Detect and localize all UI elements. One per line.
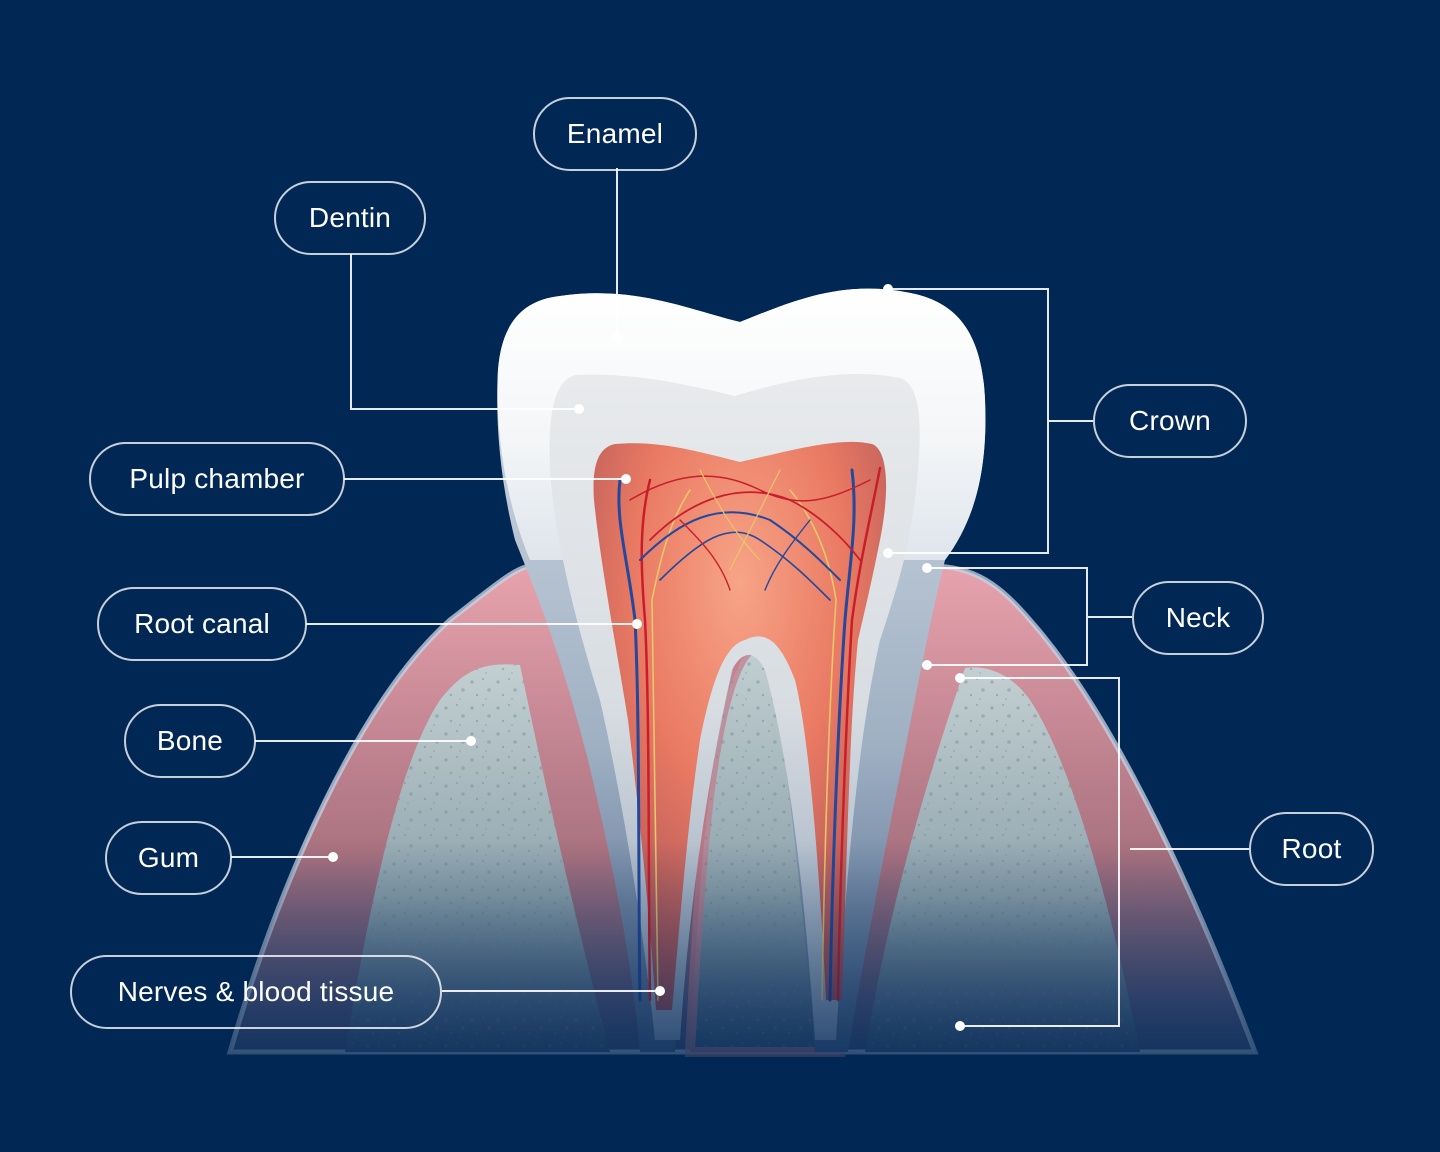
neck-bracket	[927, 567, 1132, 666]
gum-dot	[328, 852, 338, 862]
root-canal-label: Root canal	[97, 587, 307, 661]
root-label: Root	[1249, 812, 1374, 886]
pulp-chamber-dot	[621, 474, 631, 484]
leader-dots	[328, 284, 965, 1031]
dentin-leader	[350, 254, 579, 410]
neck-label: Neck	[1132, 581, 1264, 655]
neck-bottom-dot	[922, 660, 932, 670]
crown-label: Crown	[1093, 384, 1247, 458]
root-top-dot	[955, 673, 965, 683]
bone-label: Bone	[124, 704, 256, 778]
nerves-dot	[655, 986, 665, 996]
neck-top-dot	[922, 563, 932, 573]
root-bottom-dot	[955, 1021, 965, 1031]
root-bracket	[960, 677, 1249, 1027]
dentin-label: Dentin	[274, 181, 426, 255]
crown-bottom-dot	[883, 548, 893, 558]
dentin-dot	[574, 404, 584, 414]
nerves-blood-tissue-label: Nerves & blood tissue	[70, 955, 442, 1029]
crown-top-dot	[883, 284, 893, 294]
bottom-fade	[0, 840, 1440, 1152]
leader-lines	[231, 168, 1249, 1027]
enamel-dot	[612, 333, 622, 343]
gum-label: Gum	[105, 821, 232, 895]
enamel-label: Enamel	[533, 97, 697, 171]
crown-bracket	[888, 288, 1093, 554]
root-canal-dot	[632, 619, 642, 629]
pulp-chamber-label: Pulp chamber	[89, 442, 345, 516]
bone-dot	[466, 736, 476, 746]
